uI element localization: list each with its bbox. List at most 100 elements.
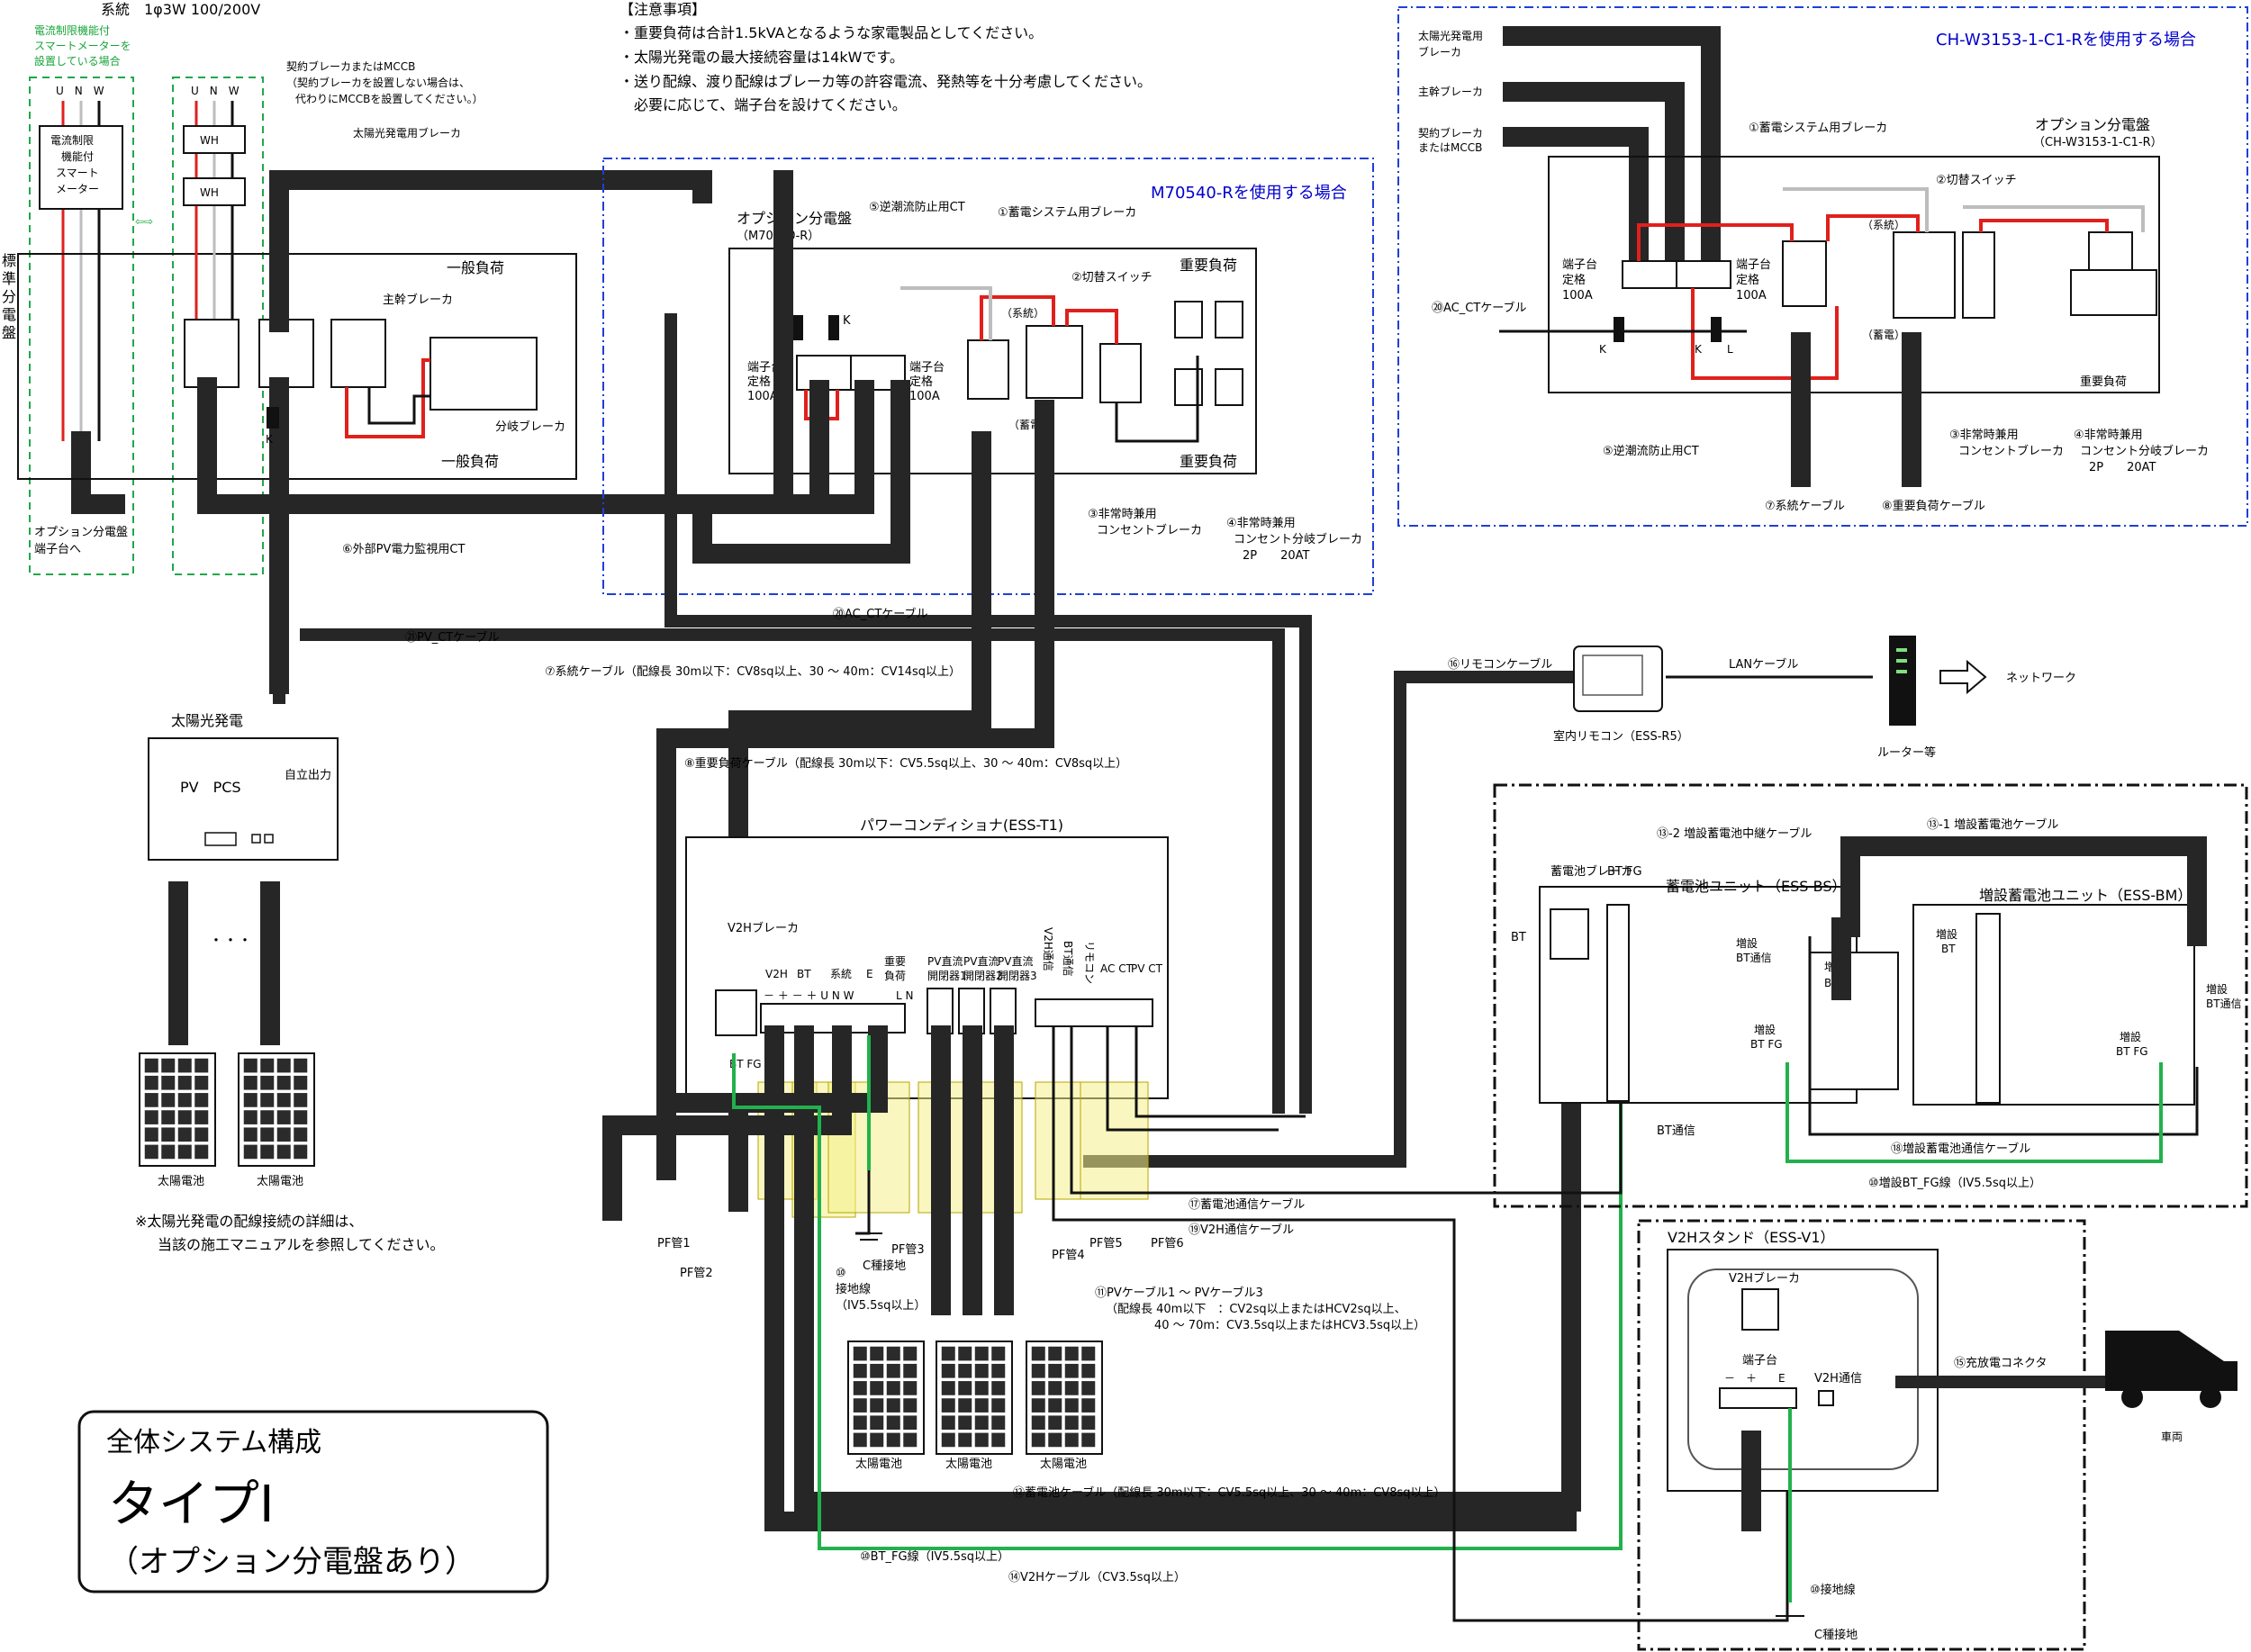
pcs-btfg: BT FG — [729, 1058, 762, 1070]
pf-4: PF管4 — [1052, 1249, 1085, 1262]
solar-cell — [276, 1074, 293, 1092]
pcs-v2h-breaker — [715, 989, 757, 1036]
cable-10-bt-fg — [732, 999, 1623, 1550]
pv-cell-label-3: 太陽電池 — [855, 1458, 902, 1471]
ch-red-2 — [1826, 214, 1920, 241]
main-breaker-box — [330, 319, 386, 388]
solar-cell — [956, 1379, 973, 1397]
m70540-black-1 — [1115, 356, 1199, 443]
standard-board — [17, 253, 577, 480]
solar-cell — [193, 1091, 210, 1109]
main-breaker-label: 主幹ブレーカ — [383, 293, 453, 307]
m70540-loop — [692, 380, 910, 564]
pcs-earth-num: ⑩ — [836, 1267, 846, 1280]
battery-addfg-2: BT FG — [1750, 1038, 1783, 1051]
pv-pcs-label: PV PCS — [180, 779, 241, 796]
solar-cell — [1046, 1413, 1063, 1431]
solar-cell — [973, 1379, 990, 1397]
pv-pcs-display — [204, 832, 237, 846]
pv-breaker-label: 太陽光発電用ブレーカ — [353, 126, 461, 140]
solar-cell — [242, 1074, 259, 1092]
system-label: 系統 1φ3W 100/200V — [101, 1, 260, 18]
ch-term-a-3: 100A — [1562, 289, 1593, 302]
remote-screen — [1582, 654, 1643, 696]
ch-switch-2b — [1962, 231, 1995, 319]
ch-brk3-2: コンセントブレーカ — [1958, 444, 2064, 458]
bm-addbt-2: BT — [1941, 943, 1956, 955]
ch-left-2: ブレーカ — [1418, 45, 1461, 59]
ch-red-3 — [1979, 219, 2109, 232]
solar-cell — [159, 1108, 176, 1126]
ch-brk4-2: コンセント分岐ブレーカ — [2080, 444, 2209, 458]
battery-bs-title: 蓄電池ユニット（ESS-BS） — [1666, 878, 1846, 895]
smart-meter-caption-3: 設置している場合 — [34, 54, 121, 68]
smart-meter-box — [39, 125, 123, 210]
ch-important: 重要負荷 — [2080, 375, 2127, 389]
to-option-2: 端子台へ — [34, 543, 81, 556]
solar-cell — [276, 1143, 293, 1160]
battery-breaker — [1550, 908, 1589, 960]
main-to-branch-red — [345, 358, 430, 438]
m70540-kei: （系統） — [1001, 307, 1044, 320]
pcs-earth-spec: （IV5.5sq以上） — [836, 1299, 926, 1313]
m70540-brk3-2: コンセントブレーカ — [1097, 523, 1202, 537]
solar-cell — [1030, 1379, 1047, 1397]
cable-17-label: ⑰蓄電池通信ケーブル — [1189, 1197, 1305, 1212]
router-led-3 — [1896, 670, 1907, 673]
smart-meter-box-3: スマート — [56, 167, 99, 179]
cable-19-v2h-comm — [1052, 1026, 1789, 1622]
bm-addbt-1: 増設 — [1936, 927, 1957, 941]
ch-terminal-a — [1622, 260, 1677, 289]
solar-cell — [1080, 1431, 1097, 1449]
general-load-top: 一般負荷 — [447, 259, 504, 276]
solar-cell — [1063, 1345, 1080, 1362]
title-line-3: （オプション分電盤あり） — [108, 1544, 475, 1580]
network-arrow-icon — [1939, 659, 1987, 695]
ch-ct-2 — [1711, 317, 1722, 342]
cable-17-bt-comm — [1070, 1026, 1623, 1195]
general-load-bottom: 一般負荷 — [441, 453, 499, 470]
solar-cell — [852, 1362, 869, 1380]
note-1: ・重要負荷は合計1.5kVAとなるような家電製品としてください。 — [619, 24, 1043, 41]
m70540-breaker-3 — [1099, 343, 1142, 403]
ch-brk3-1: ③非常時兼用 — [1949, 429, 2019, 442]
solar-cell — [868, 1413, 885, 1431]
ch-panel-1: オプション分電盤 — [2035, 116, 2150, 133]
pv-panel-pcs-3 — [1026, 1341, 1103, 1455]
cable-15-label: ⑮充放電コネクタ — [1954, 1356, 2047, 1370]
solar-cell — [956, 1413, 973, 1431]
pv-panel-pcs-2 — [936, 1341, 1013, 1455]
solar-cell — [852, 1413, 869, 1431]
branch-breakers — [429, 337, 538, 411]
remote-name: 室内リモコン（ESS-R5） — [1553, 729, 1689, 744]
solar-cell — [292, 1057, 309, 1074]
battery-relay-box — [1809, 952, 1899, 1090]
solar-cell — [868, 1396, 885, 1414]
pf-5: PF管5 — [1089, 1237, 1123, 1250]
solar-cell — [193, 1143, 210, 1160]
ct5-marker-1 — [792, 315, 803, 340]
solar-cell — [159, 1143, 176, 1160]
solar-cell — [885, 1362, 902, 1380]
ch-k1: K — [1599, 343, 1607, 356]
solar-cell — [193, 1057, 210, 1074]
pf-1: PF管1 — [657, 1237, 691, 1250]
solar-cell — [990, 1413, 1007, 1431]
pf-conduit-6 — [1080, 1081, 1149, 1200]
solar-cell — [1063, 1413, 1080, 1431]
v2h-terminal-block — [1719, 1387, 1797, 1409]
ch-terminal-b — [1676, 260, 1731, 289]
m70540-gray-1 — [900, 286, 992, 340]
alt-arrow: ⇦⇨ — [135, 215, 153, 228]
pf-2: PF管2 — [680, 1267, 713, 1280]
battery-btfg: BT FG — [1607, 865, 1642, 879]
m70540-panel-1: オプション分電盤 — [737, 210, 852, 227]
pv-pcs-led-1 — [251, 834, 261, 844]
cable-10b-label: ⑩増設BT_FG線（IV5.5sq以上） — [1868, 1176, 2041, 1190]
router-label: ルーター等 — [1877, 745, 1936, 760]
solar-cell — [1030, 1396, 1047, 1414]
v2h-title: V2Hスタンド（ESS-V1） — [1668, 1229, 1835, 1246]
cable-12-battery — [794, 1025, 1581, 1512]
pcs-pvsw-3b: 開閉器3 — [998, 970, 1037, 982]
solar-cell — [242, 1143, 259, 1160]
